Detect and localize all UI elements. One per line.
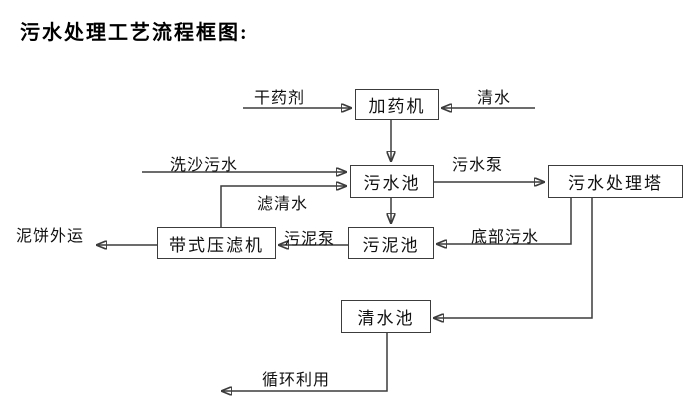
edge-label-sludge-pump: 污泥泵 (284, 231, 336, 248)
node-dosing-machine: 加药机 (355, 89, 439, 120)
edge-label-sand-washing-sewage: 洗沙污水 (170, 157, 239, 174)
arrow-tower-to-clean-pool (434, 198, 593, 318)
node-clean-water-pool-label: 清水池 (357, 309, 415, 328)
node-clean-water-pool: 清水池 (341, 300, 431, 333)
node-sewage-pool: 污水池 (350, 165, 434, 198)
diagram-title: 污水处理工艺流程框图: (20, 22, 249, 44)
node-sludge-pool: 污泥池 (348, 227, 434, 259)
node-sludge-pool-label: 污泥池 (362, 235, 420, 255)
edge-label-mud-cake-out: 泥饼外运 (16, 228, 85, 245)
edge-label-dry-agent: 干药剂 (254, 90, 306, 107)
edge-label-filtered-water: 滤清水 (257, 196, 309, 213)
edge-label-recycle-use: 循环利用 (262, 372, 331, 389)
node-treatment-tower-label: 污水处理塔 (568, 174, 663, 193)
arrow-clean-pool-to-recycle (222, 333, 388, 391)
arrow-bottom-sewage-to-sludge (437, 198, 572, 244)
edge-label-bottom-sewage: 底部污水 (471, 229, 540, 246)
edge-label-sewage-pump: 污水泵 (452, 157, 504, 174)
node-sewage-pool-label: 污水池 (363, 174, 421, 193)
arrow-filtered-water-to-sewage (220, 186, 346, 227)
edge-label-clean-water: 清水 (477, 90, 512, 107)
node-dosing-machine-label: 加药机 (368, 97, 426, 116)
node-belt-filter-press-label: 带式压滤机 (169, 235, 264, 255)
node-treatment-tower: 污水处理塔 (548, 165, 683, 198)
node-belt-filter-press: 带式压滤机 (157, 227, 276, 259)
